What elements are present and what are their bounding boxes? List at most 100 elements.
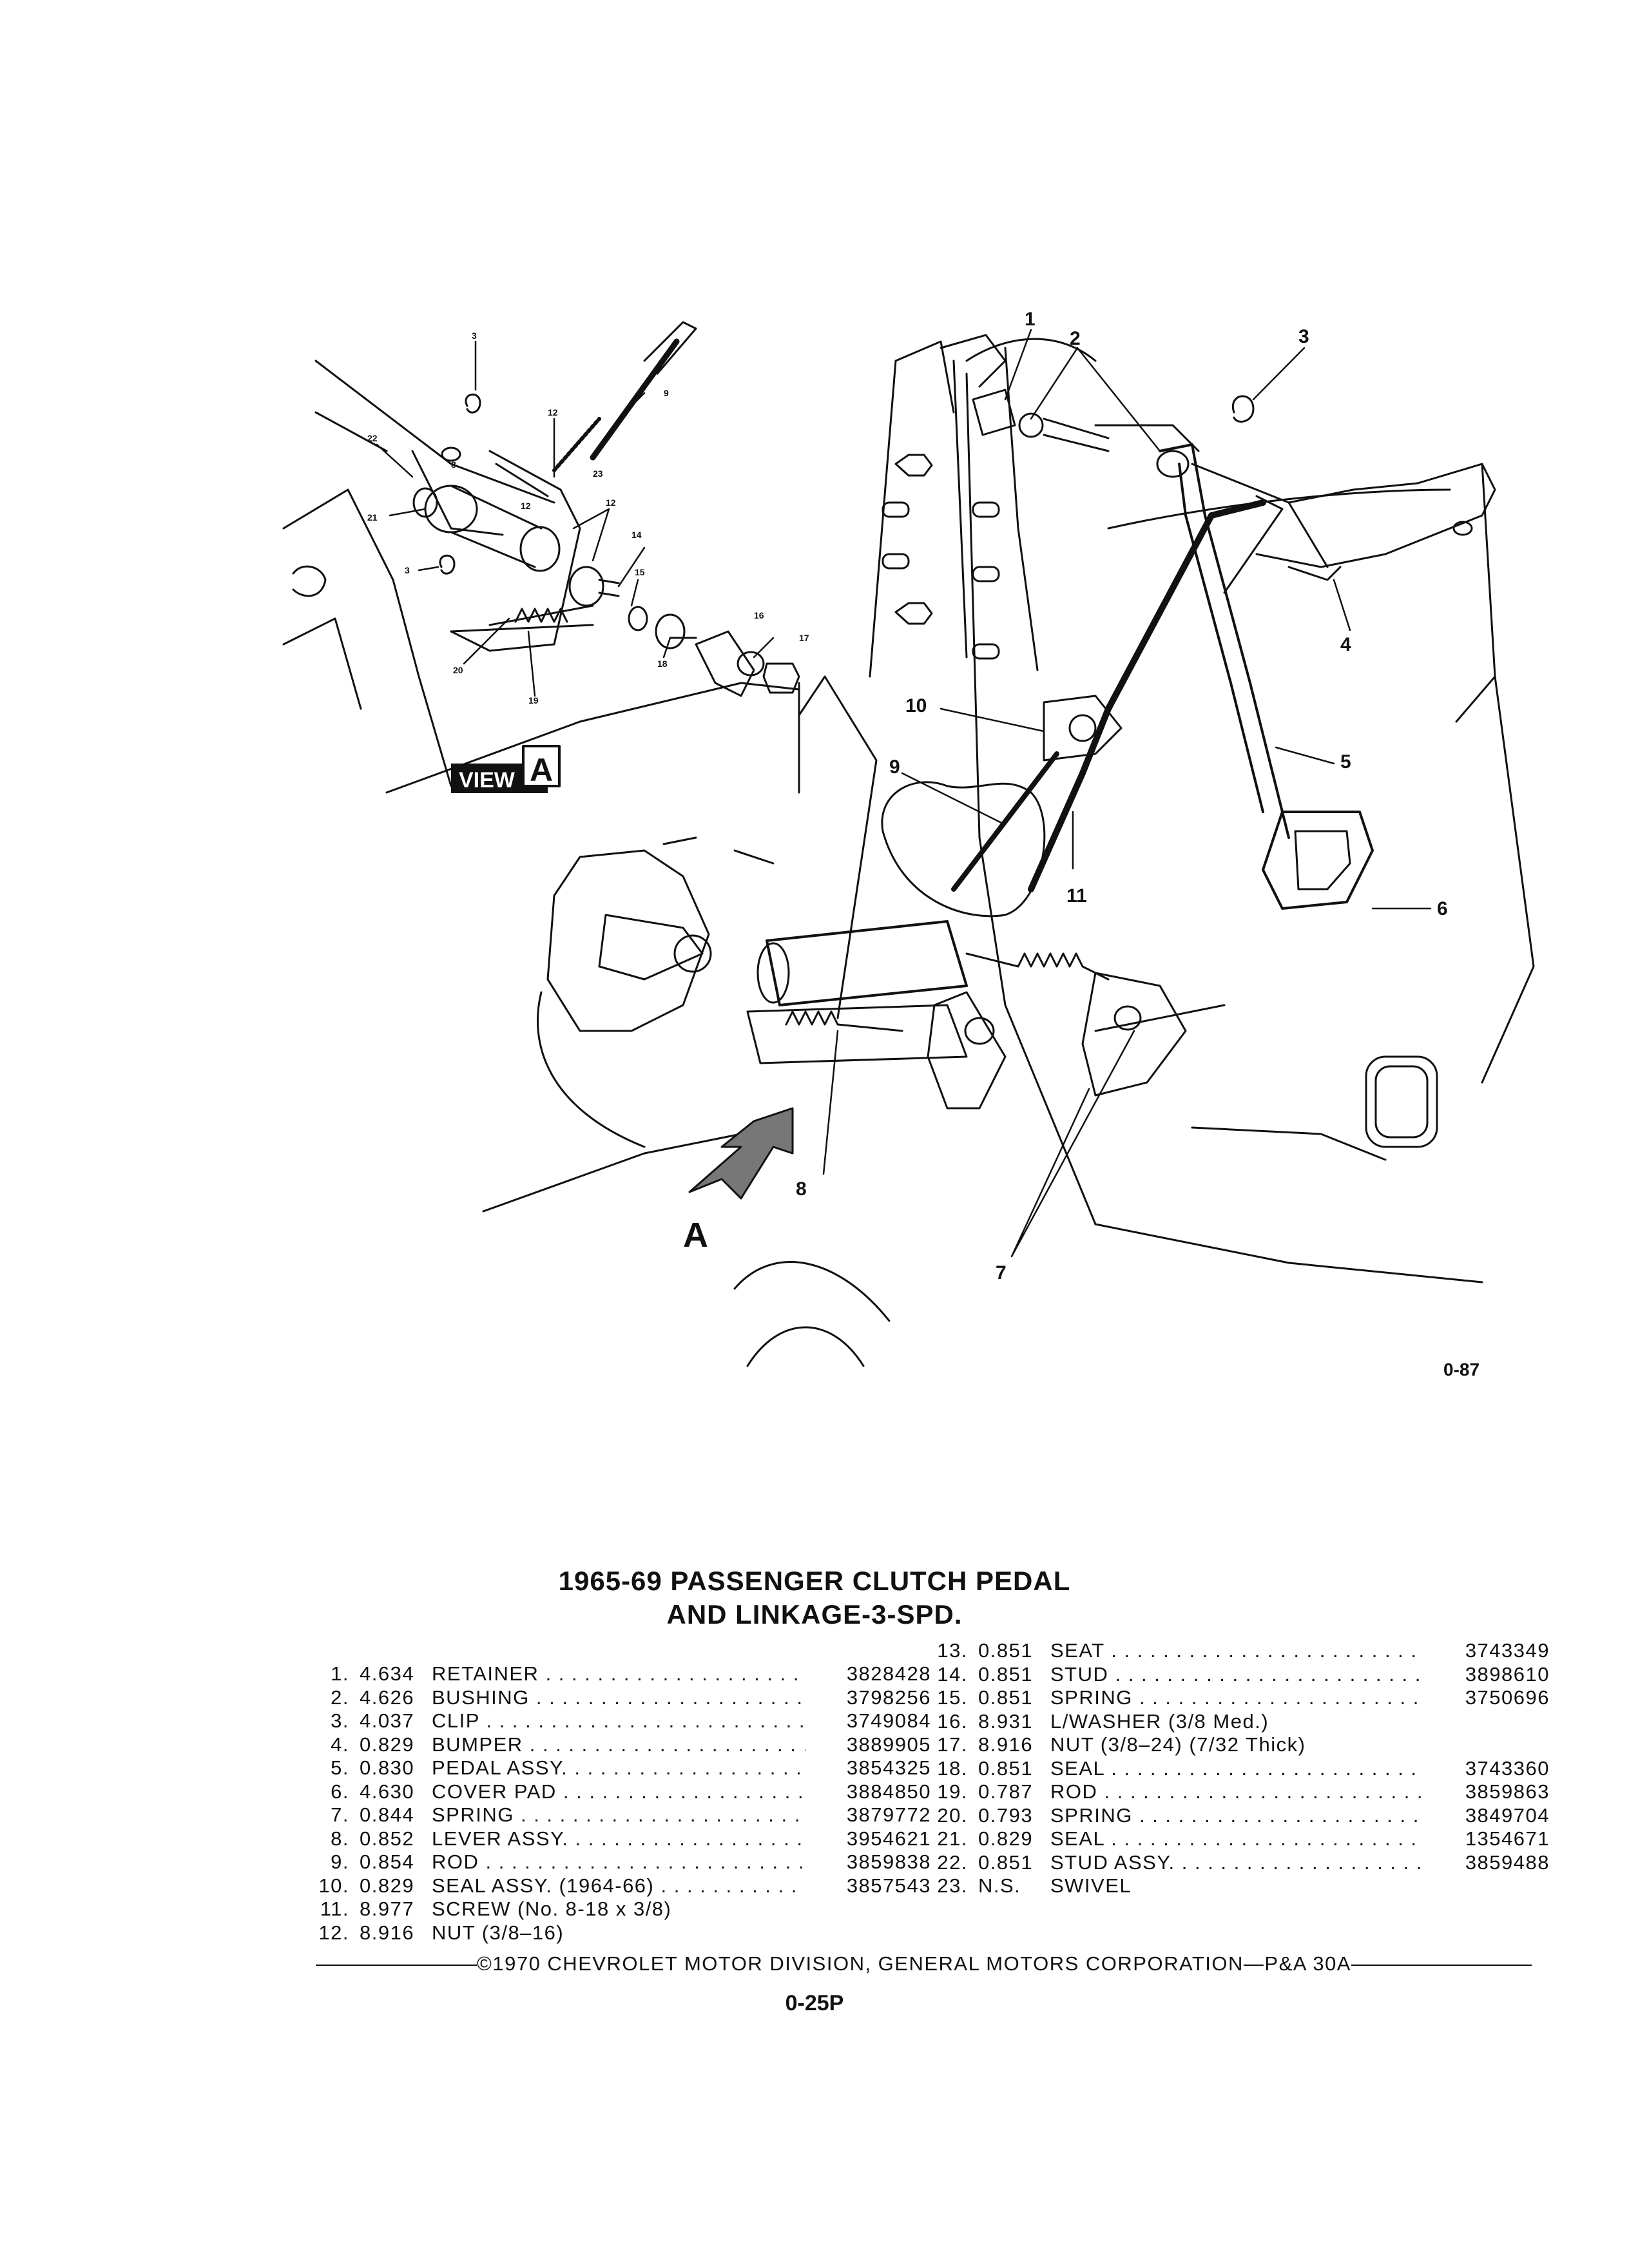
parts-row: 14. 0.851 STUD . . . . . . . . . . . . . .… (921, 1663, 1559, 1687)
view-callout-15: 15 (635, 567, 645, 577)
group-number: 0.851 (978, 1850, 1034, 1874)
catalog-number: 3749084 (846, 1709, 931, 1732)
part-index: 22. (937, 1850, 968, 1874)
part-name: SPRING . . . . . . . . . . . . . . . . .… (432, 1803, 805, 1827)
part-index: 15. (937, 1686, 968, 1709)
copyright-text: ©1970 CHEVROLET MOTOR DIVISION, GENERAL … (477, 1952, 1351, 1975)
callout-8: 8 (796, 1178, 807, 1200)
catalog-number: 3898610 (1465, 1662, 1550, 1686)
part-name: ROD . . . . . . . . . . . . . . . . . . … (432, 1850, 805, 1874)
page-title-line-1: 1965-69 PASSENGER CLUTCH PEDAL (558, 1566, 1071, 1596)
view-a-badge-letter: A (530, 752, 553, 788)
view-callout-23: 23 (593, 468, 603, 479)
catalog-number: 1354671 (1465, 1827, 1550, 1850)
part-index: 21. (937, 1827, 968, 1850)
part-index: 18. (937, 1756, 968, 1780)
part-name: LEVER ASSY. . . . . . . . . . . . . . . … (432, 1827, 805, 1851)
dot-leader: . . . . . . . . . . . . . . . . . . . . … (563, 1780, 805, 1803)
group-number: 8.977 (360, 1898, 415, 1920)
part-index: 17. (937, 1733, 968, 1756)
main-assembly-drawing (482, 334, 1535, 1367)
catalog-number: 3828428 (846, 1662, 931, 1685)
view-callout-9: 9 (664, 388, 669, 398)
callout-1: 1 (1025, 309, 1036, 330)
part-name: SEAL . . . . . . . . . . . . . . . . . .… (1050, 1757, 1424, 1781)
part-name: SWIVEL (1050, 1874, 1132, 1897)
dot-leader: . . . . . . . . . . . . . . . . . . . . … (1104, 1780, 1425, 1803)
part-name: SEAL . . . . . . . . . . . . . . . . . .… (1050, 1827, 1424, 1851)
dot-leader: . . . . . . . . . . . . . . . . . . . . … (1139, 1803, 1424, 1827)
group-number: 0.829 (360, 1733, 415, 1756)
catalog-number: 3854325 (846, 1756, 931, 1779)
part-index: 14. (937, 1662, 968, 1686)
group-number: 4.634 (360, 1662, 415, 1685)
part-index: 20. (937, 1803, 968, 1827)
view-callout-20: 20 (453, 665, 463, 675)
dot-leader: . . . . . . . . . . . . . . . . . . . . … (1181, 1850, 1424, 1874)
clutch-linkage-illustration: 1 2 3 4 5 6 7 8 9 10 11 3 12 9 22 23 8 1… (282, 309, 1535, 1379)
callout-2: 2 (1070, 328, 1081, 349)
view-a-callout-numbers: 3 12 9 22 23 8 12 21 12 14 3 15 20 19 16… (367, 331, 809, 706)
part-name: COVER PAD . . . . . . . . . . . . . . . … (432, 1780, 805, 1804)
catalog-number: 3859838 (846, 1850, 931, 1873)
group-number: 0.829 (360, 1874, 415, 1897)
parts-row: 2. 4.626 BUSHING . . . . . . . . . . . . .… (303, 1686, 941, 1710)
callout-6: 6 (1437, 898, 1448, 919)
part-name: SPRING . . . . . . . . . . . . . . . . .… (1050, 1804, 1424, 1828)
callout-leaders (376, 329, 1432, 1258)
part-name: CLIP . . . . . . . . . . . . . . . . . .… (432, 1709, 805, 1733)
group-number: 8.916 (360, 1921, 415, 1944)
group-number: N.S. (978, 1874, 1021, 1897)
view-callout-19: 19 (528, 695, 539, 706)
callout-10: 10 (905, 695, 927, 716)
part-name: RETAINER . . . . . . . . . . . . . . . .… (432, 1662, 805, 1686)
part-index: 6. (331, 1780, 349, 1803)
part-index: 12. (318, 1921, 349, 1944)
part-name: BUMPER . . . . . . . . . . . . . . . . .… (432, 1733, 805, 1757)
catalog-number: 3798256 (846, 1686, 931, 1709)
callout-5: 5 (1340, 751, 1351, 773)
catalog-number: 3859488 (1465, 1850, 1550, 1874)
page-number: 0-25P (785, 1991, 844, 2015)
part-name: PEDAL ASSY. . . . . . . . . . . . . . . … (432, 1756, 805, 1780)
group-number: 0.851 (978, 1662, 1034, 1686)
dot-leader: . . . . . . . . . . . . . . . . . . . . … (486, 1709, 805, 1732)
dot-leader: . . . . . . . . . . . . . . . . . . . . … (660, 1874, 805, 1897)
group-number: 4.626 (360, 1686, 415, 1709)
part-index: 8. (331, 1827, 349, 1850)
group-number: 0.844 (360, 1803, 415, 1826)
part-name: SEAT . . . . . . . . . . . . . . . . . .… (1050, 1639, 1424, 1663)
dot-leader: . . . . . . . . . . . . . . . . . . . . … (1111, 1639, 1424, 1662)
part-name: BUSHING . . . . . . . . . . . . . . . . … (432, 1686, 805, 1710)
part-index: 11. (320, 1898, 349, 1920)
catalog-number: 3750696 (1465, 1686, 1550, 1709)
catalog-number: 3879772 (846, 1803, 931, 1826)
view-callout-22: 22 (367, 433, 378, 443)
view-callout-17: 17 (799, 633, 809, 643)
dot-leader: . . . . . . . . . . . . . . . . . . . . … (529, 1733, 805, 1756)
view-callout-12-low: 12 (606, 497, 616, 508)
dot-leader: . . . . . . . . . . . . . . . . . . . . … (1111, 1756, 1424, 1780)
part-index: 2. (331, 1686, 349, 1709)
part-name: STUD . . . . . . . . . . . . . . . . . .… (1050, 1663, 1424, 1687)
part-name: SPRING . . . . . . . . . . . . . . . . .… (1050, 1686, 1424, 1710)
group-number: 0.787 (978, 1780, 1034, 1803)
view-a-inset-drawing (282, 321, 800, 794)
catalog-number: 3743349 (1465, 1639, 1550, 1662)
group-number: 0.852 (360, 1827, 415, 1850)
dot-leader: . . . . . . . . . . . . . . . . . . . . … (485, 1850, 806, 1873)
